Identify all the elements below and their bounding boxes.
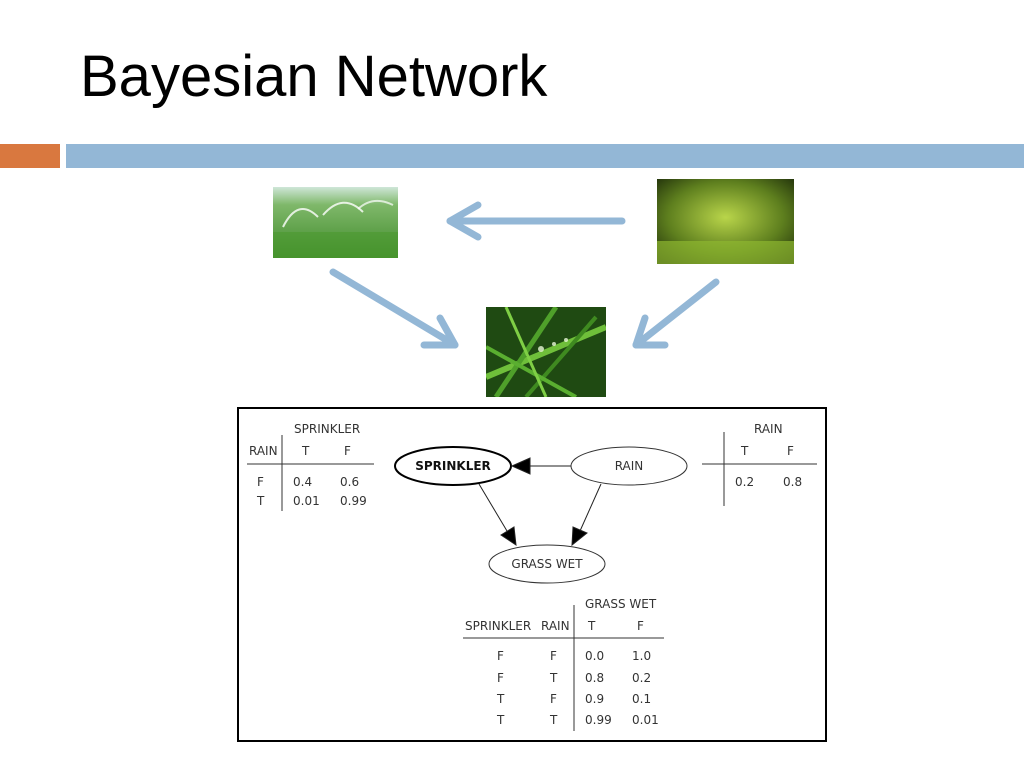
sprinkler-cpt-row1-f: 0.6 — [340, 475, 359, 489]
grass-cpt-col-t: T — [587, 619, 596, 633]
node-grass-wet-label: GRASS WET — [511, 557, 583, 571]
grass-cpt-col-f: F — [637, 619, 644, 633]
rain-cpt-col-f: F — [787, 444, 794, 458]
arrow-rain-to-grass — [632, 278, 720, 349]
sprinkler-cpt-row2-rain: T — [256, 494, 265, 508]
grass-cpt-row1-f: 1.0 — [632, 649, 651, 663]
grass-cpt-row1-t: 0.0 — [585, 649, 604, 663]
sprinkler-cpt-row1-t: 0.4 — [293, 475, 312, 489]
rain-cpt-header: RAIN — [754, 422, 783, 436]
sprinkler-cpt-parent: RAIN — [249, 444, 278, 458]
wet-grass-photo — [486, 307, 606, 397]
bayes-network-diagram: SPRINKLER RAIN T F F 0.4 0.6 T 0.01 0.99… — [237, 407, 827, 742]
grass-cpt-header: GRASS WET — [585, 597, 657, 611]
grass-cpt-row2-sprinkler: F — [497, 671, 504, 685]
arrow-sprinkler-to-grass — [329, 268, 459, 349]
grass-cpt-row4-sprinkler: T — [496, 713, 505, 727]
rain-cpt-table: RAIN T F 0.2 0.8 — [702, 422, 817, 506]
grass-cpt-row1-sprinkler: F — [497, 649, 504, 663]
grass-cpt-row3-t: 0.9 — [585, 692, 604, 706]
grass-cpt-row2-rain: T — [549, 671, 558, 685]
accent-bar-orange — [0, 144, 60, 168]
grass-cpt-row2-t: 0.8 — [585, 671, 604, 685]
grass-cpt-row4-t: 0.99 — [585, 713, 612, 727]
grass-cpt-row2-f: 0.2 — [632, 671, 651, 685]
rain-photo — [657, 179, 794, 264]
sprinkler-cpt-col-f: F — [344, 444, 351, 458]
sprinkler-photo — [273, 187, 398, 258]
grass-cpt-row4-rain: T — [549, 713, 558, 727]
node-grass-wet — [488, 544, 606, 584]
grass-wet-cpt-table: GRASS WET SPRINKLER RAIN T F F F 0.0 1.0… — [463, 597, 664, 731]
edge-sprinkler-grass — [478, 483, 508, 532]
grass-cpt-row4-f: 0.01 — [632, 713, 659, 727]
grass-cpt-parent-rain: RAIN — [541, 619, 570, 633]
node-rain-label: RAIN — [615, 459, 644, 473]
grass-cpt-row1-rain: F — [550, 649, 557, 663]
sprinkler-cpt-row2-t: 0.01 — [293, 494, 320, 508]
sprinkler-cpt-header: SPRINKLER — [294, 422, 360, 436]
sprinkler-cpt-table: SPRINKLER RAIN T F F 0.4 0.6 T 0.01 0.99 — [247, 422, 374, 511]
accent-bar-blue — [66, 144, 1024, 168]
grass-cpt-parent-sprinkler: SPRINKLER — [465, 619, 531, 633]
node-sprinkler-label: SPRINKLER — [415, 459, 491, 473]
sprinkler-cpt-row2-f: 0.99 — [340, 494, 367, 508]
edge-rain-grass — [579, 483, 602, 532]
sprinkler-cpt-col-t: T — [301, 444, 310, 458]
grass-cpt-row3-f: 0.1 — [632, 692, 651, 706]
grass-cpt-row3-sprinkler: T — [496, 692, 505, 706]
rain-cpt-col-t: T — [740, 444, 749, 458]
sprinkler-cpt-row1-rain: F — [257, 475, 264, 489]
rain-cpt-val-f: 0.8 — [783, 475, 802, 489]
grass-cpt-row3-rain: F — [550, 692, 557, 706]
rain-cpt-val-t: 0.2 — [735, 475, 754, 489]
slide-title: Bayesian Network — [80, 44, 548, 109]
